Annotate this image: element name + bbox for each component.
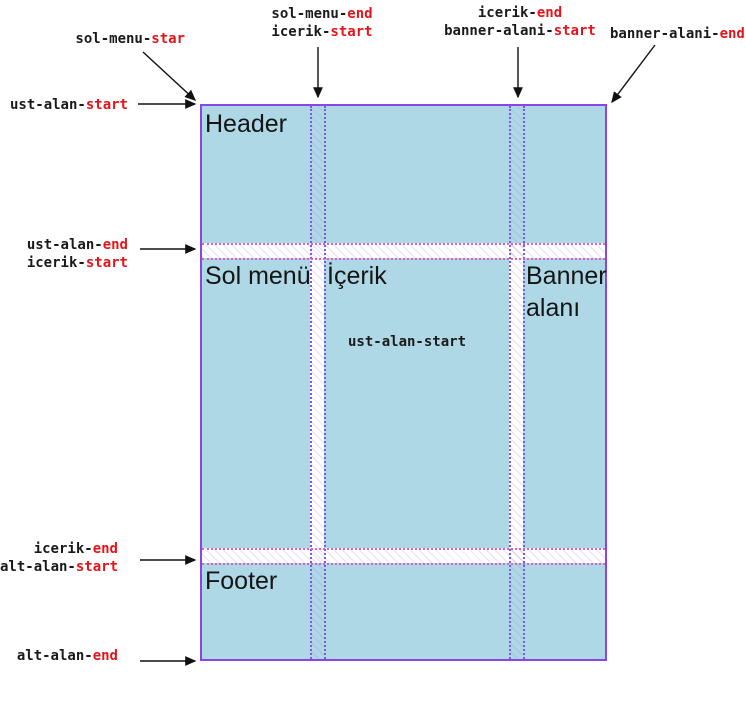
grid-area-banner [523,258,605,548]
grid-line-sol-menu-end [310,106,312,659]
grid-area-icerik [324,258,509,548]
label-line: alt-alan-start [0,559,119,575]
label-line: alt-alan-end [16,648,118,664]
footer-label: Footer [205,567,278,595]
label-line: banner-alani-end [610,26,745,42]
column-gutter-2 [509,106,523,659]
label-line: icerik-start [271,24,373,40]
label-sol-menu-start: sol-menu-star [45,30,185,48]
content-note: ust-alan-start [348,334,467,350]
row-gutter-1 [202,243,605,258]
grid-container: Header Sol menü İçerik Banner alanı Foot… [200,104,607,661]
label-line: ust-alan-end [26,237,128,253]
grid-line-ust-alan-end [202,243,605,245]
column-gutter-1 [310,106,324,659]
label-icerik-end-alt-alan-start: icerik-end alt-alan-start [0,540,118,576]
label-ust-alan-end-icerik-start: ust-alan-end icerik-start [8,236,128,272]
banner-label: Banner alanı [526,262,607,322]
label-line: icerik-end [33,541,118,557]
grid-area-header [202,106,605,243]
grid-line-icerik-end-col [509,106,511,659]
icerik-label: İçerik [327,262,387,290]
label-line: sol-menu-end [271,6,373,22]
label-line: icerik-start [26,255,128,271]
grid-line-icerik-start-row [202,258,605,260]
row-gutter-2 [202,548,605,563]
label-banner-alani-end: banner-alani-end [610,25,746,43]
grid-area-sol-menu [202,258,310,548]
grid-area-footer [202,563,605,659]
label-line: ust-alan-start [9,97,128,113]
sol-menu-label: Sol menü [205,262,311,290]
label-alt-alan-end: alt-alan-end [0,647,118,665]
arrow-sol-menu-start [142,51,197,101]
label-line: sol-menu-star [75,31,185,47]
label-icerik-end-banner-alani-start: icerik-end banner-alani-start [440,4,600,40]
label-line: icerik-end [477,5,563,21]
header-label: Header [205,110,287,138]
label-sol-menu-end-icerik-start: sol-menu-end icerik-start [252,5,392,41]
grid-line-alt-alan-start [202,563,605,565]
arrow-banner-alani-end [611,44,656,104]
grid-line-icerik-end-row [202,548,605,550]
label-ust-alan-start: ust-alan-start [8,96,128,114]
grid-line-banner-alani-start [523,106,525,659]
grid-line-icerik-start-col [324,106,326,659]
label-line: banner-alani-start [444,23,596,39]
